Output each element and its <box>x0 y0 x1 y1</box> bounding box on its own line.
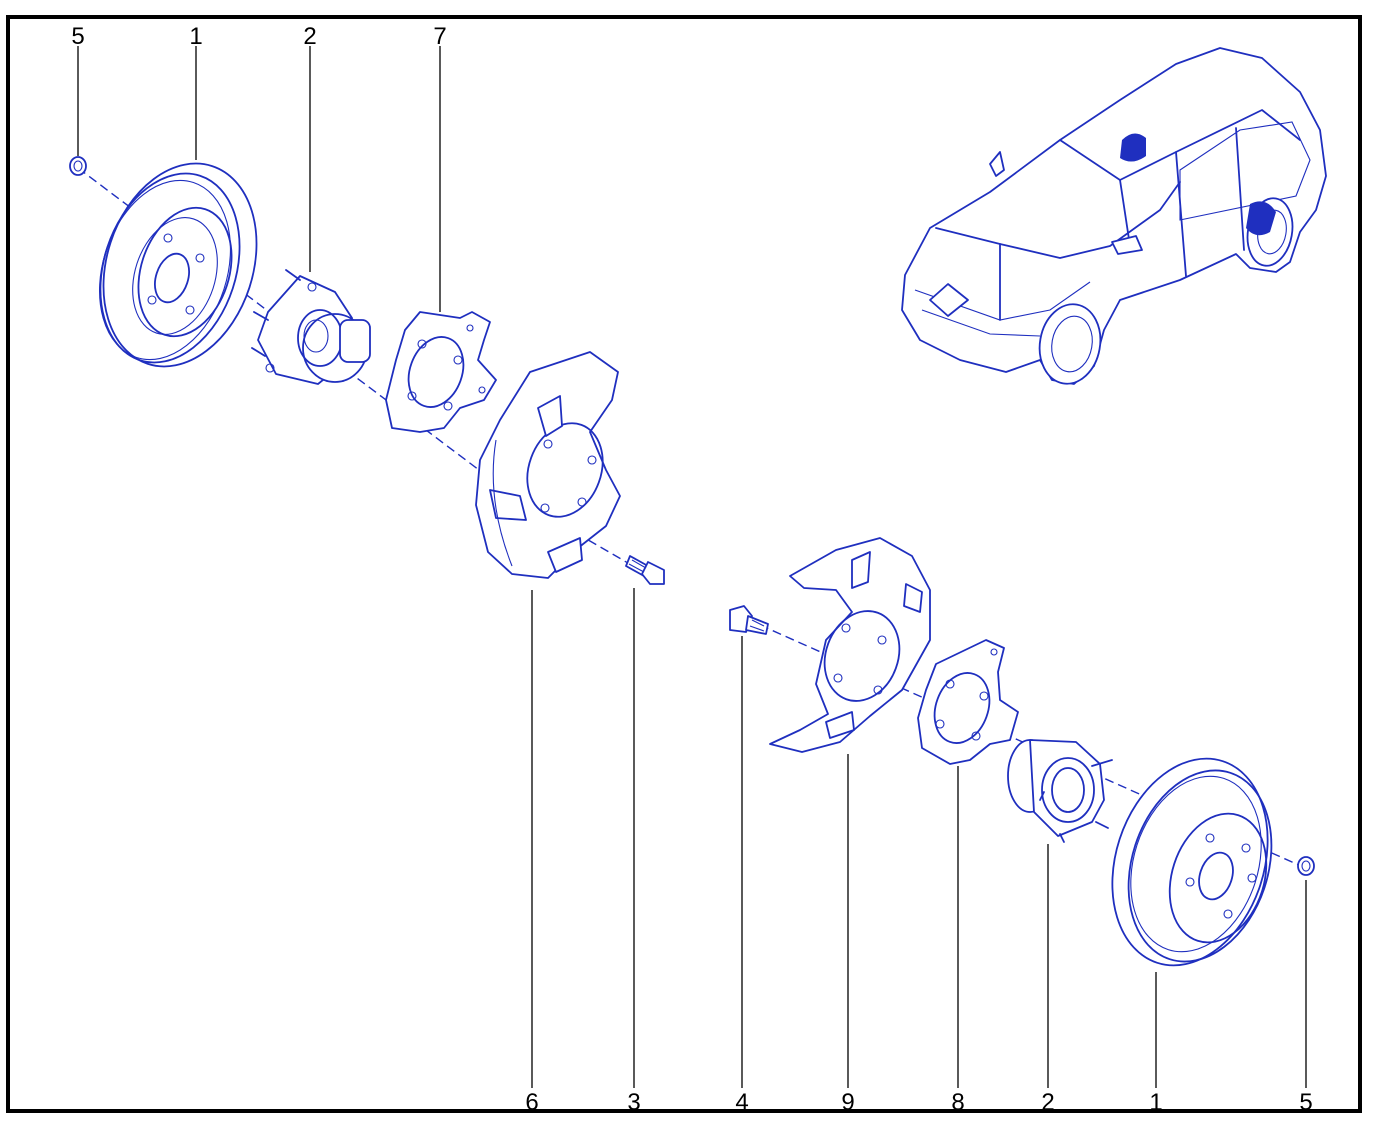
backing-plate-left <box>385 311 497 433</box>
callout-1-bottom: 1 <box>1149 1089 1162 1116</box>
callout-1-top: 1 <box>189 23 202 50</box>
wheel-hub-right <box>1007 739 1113 843</box>
dust-shield-left <box>475 351 621 579</box>
callout-2-bottom: 2 <box>1041 1089 1054 1116</box>
bolt-4 <box>729 605 769 635</box>
callout-8-bottom: 8 <box>951 1089 964 1116</box>
callout-5-bottom: 5 <box>1299 1089 1312 1116</box>
callout-9-bottom: 9 <box>841 1089 854 1116</box>
callout-2-top: 2 <box>303 23 316 50</box>
brake-disc-left <box>98 162 258 368</box>
callout-3-bottom: 3 <box>627 1089 640 1116</box>
wheel-nut-right <box>1297 856 1315 876</box>
backing-plate-right <box>917 639 1019 765</box>
vehicle-location-illustration <box>901 47 1327 385</box>
bolt-3 <box>625 555 665 585</box>
wheel-hub-left <box>251 269 371 385</box>
dust-shield-right <box>769 537 931 753</box>
brake-disc-right <box>1111 757 1273 967</box>
callout-4-bottom: 4 <box>735 1089 748 1116</box>
callout-labels: 5 1 2 7 6 3 4 9 8 2 1 5 <box>71 23 1312 1116</box>
wheel-nut-left <box>69 156 87 176</box>
callout-5-top: 5 <box>71 23 84 50</box>
callout-6-bottom: 6 <box>525 1089 538 1116</box>
leader-lines <box>77 46 1307 1088</box>
callout-7-top: 7 <box>433 23 446 50</box>
